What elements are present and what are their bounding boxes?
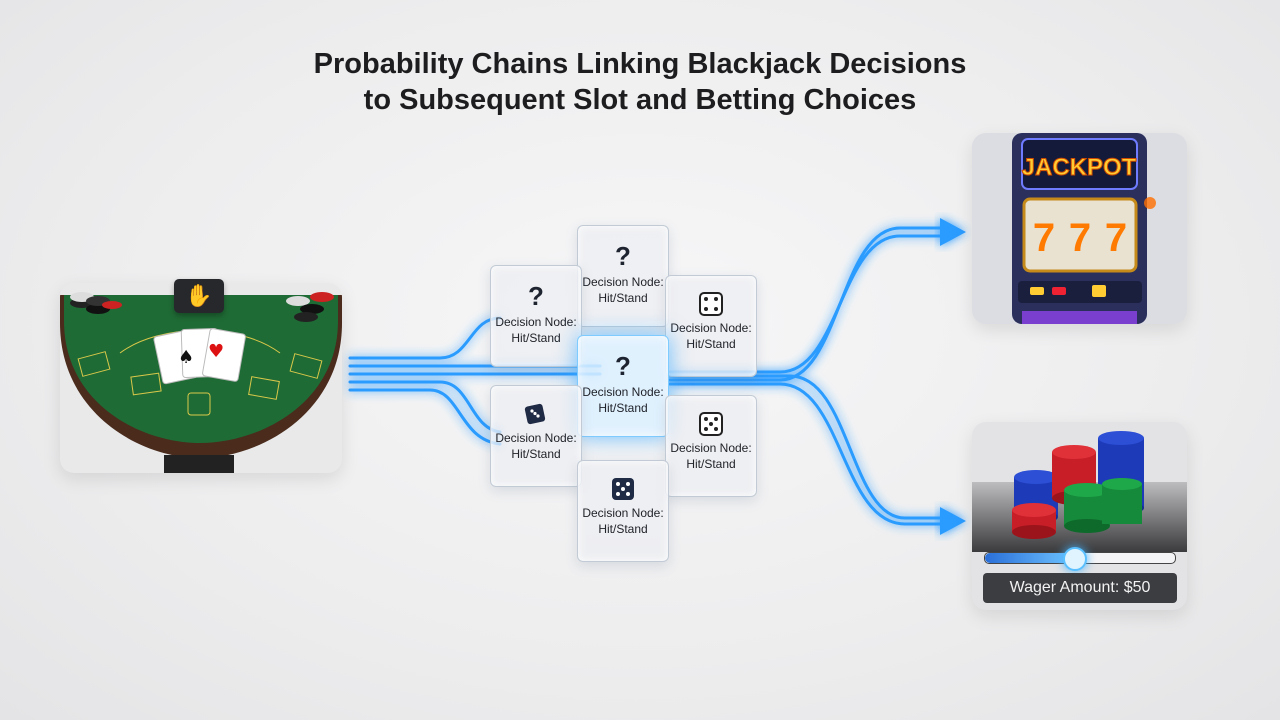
arrowhead-betting [940, 507, 966, 535]
stand-hand-icon: ✋ [174, 279, 224, 313]
flow-line [668, 382, 947, 526]
blackjack-panel: ♠ ♥ [60, 283, 342, 473]
hand-spot [187, 392, 211, 416]
flow-line [668, 374, 947, 520]
chip-stack-green [1064, 478, 1142, 533]
decision-node: Decision Node: Hit/Stand [665, 395, 757, 497]
flow-line [348, 388, 502, 446]
question-icon: ? [615, 351, 631, 381]
node-label: Decision Node: Hit/Stand [495, 315, 577, 345]
chip-stack-left [70, 292, 122, 314]
slot-machine-panel: JACKPOT 7 7 7 [972, 133, 1187, 324]
slider-fill [985, 553, 1075, 563]
chip-stack-red-front [1012, 503, 1056, 539]
chip-stack-right [286, 292, 334, 322]
decision-node: Decision Node: Hit/Stand [490, 385, 582, 487]
node-label: Decision Node: Hit/Stand [582, 385, 664, 415]
betting-spot [289, 353, 323, 379]
question-icon: ? [615, 241, 631, 271]
die-icon [699, 412, 723, 436]
jackpot-marquee: JACKPOT [1022, 154, 1137, 181]
slider-thumb[interactable] [1063, 547, 1088, 571]
reel-symbol: 7 [1105, 216, 1127, 260]
wager-slider[interactable] [984, 547, 1176, 571]
arrowhead-slot [940, 218, 966, 246]
flow-line [348, 316, 502, 360]
chip-stacks [972, 431, 1187, 552]
betting-spot [77, 351, 111, 377]
reel-symbol: 7 [1069, 216, 1091, 260]
betting-spot [130, 372, 162, 396]
decision-node: ? Decision Node: Hit/Stand [577, 225, 669, 327]
node-label: Decision Node: Hit/Stand [670, 321, 752, 351]
decision-node: Decision Node: Hit/Stand [577, 460, 669, 562]
question-icon: ? [528, 281, 544, 311]
node-label: Decision Node: Hit/Stand [582, 275, 664, 305]
die-icon [699, 292, 723, 316]
node-label: Decision Node: Hit/Stand [582, 506, 664, 536]
blackjack-table: ♠ ♥ [60, 292, 342, 473]
reel-symbol: 7 [1033, 216, 1055, 260]
playing-cards: ♠ ♥ [153, 327, 246, 385]
decision-node: Decision Node: Hit/Stand [665, 275, 757, 377]
title-line-1: Probability Chains Linking Blackjack Dec… [313, 48, 967, 80]
svg-text:♠: ♠ [178, 347, 194, 368]
title-line-2: to Subsequent Slot and Betting Choices [363, 84, 917, 116]
decision-node: ? Decision Node: Hit/Stand [490, 265, 582, 367]
node-label: Decision Node: Hit/Stand [495, 431, 577, 461]
betting-panel [972, 422, 1187, 610]
svg-text:♥: ♥ [208, 341, 224, 362]
wager-amount-label: Wager Amount: $50 [983, 573, 1177, 603]
decision-node-highlighted: ? Decision Node: Hit/Stand [577, 335, 669, 437]
dice-icon [524, 403, 546, 425]
betting-spot [248, 376, 280, 400]
slot-machine: JACKPOT 7 7 7 [1012, 133, 1156, 324]
node-label: Decision Node: Hit/Stand [670, 441, 752, 471]
die-icon [612, 478, 634, 500]
